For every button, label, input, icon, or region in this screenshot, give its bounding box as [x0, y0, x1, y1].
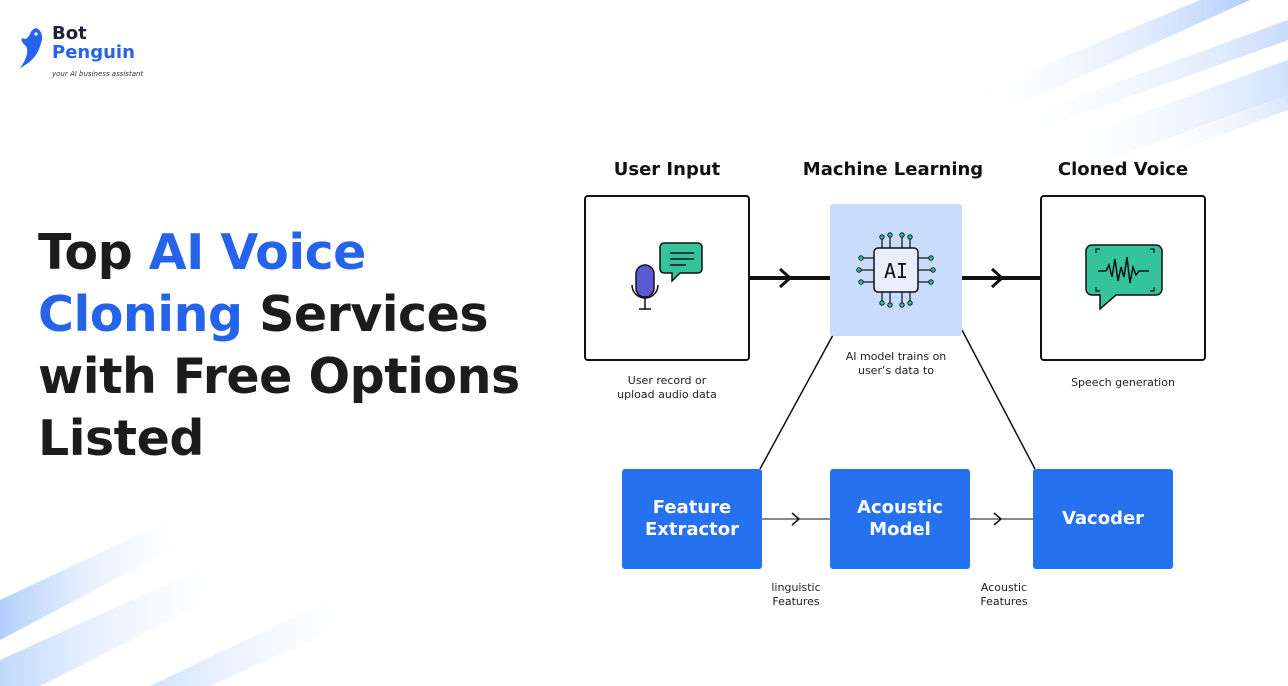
- title-highlight-cloning: Cloning: [38, 286, 243, 343]
- machine-learning-title: Machine Learning: [802, 159, 984, 180]
- edge1-line1: linguistic: [771, 581, 821, 594]
- cloned-voice-title: Cloned Voice: [1057, 159, 1189, 180]
- brand-name-line1: Bot: [52, 23, 87, 44]
- penguin-icon: [20, 28, 43, 68]
- user-input-caption-line1: User record or: [627, 374, 707, 387]
- edge2-line2: Features: [980, 595, 1028, 608]
- cloned-voice-box: [1040, 195, 1206, 361]
- title-word-services: Services: [259, 286, 488, 343]
- feature-extractor-line2: Extractor: [644, 519, 740, 540]
- edge-linguistic-features: linguistic Features: [752, 581, 840, 609]
- edge-head-1: [791, 512, 801, 526]
- line-ml-to-feature-extractor: [759, 334, 834, 470]
- line-ml-to-vocoder: [961, 329, 1036, 470]
- user-input-box: [584, 195, 750, 361]
- waveform-chat-icon: [1085, 244, 1163, 311]
- arrow-head-1: [778, 267, 793, 289]
- title-word-listed: Listed: [38, 410, 204, 467]
- acoustic-model-line2: Model: [869, 519, 931, 540]
- edge-acoustic-features: Acoustic Features: [960, 581, 1048, 609]
- acoustic-model-line1: Acoustic: [857, 497, 943, 518]
- brand-name: Bot Penguin: [52, 24, 152, 62]
- cloned-voice-caption: Speech generation: [1071, 376, 1175, 389]
- title-word-top: Top: [38, 224, 133, 281]
- machine-learning-caption-line1: AI model trains on: [845, 350, 947, 363]
- vocoder-box: Vacoder: [1033, 469, 1173, 569]
- machine-learning-caption-line2: user’s data to: [857, 364, 935, 377]
- edge1-line2: Features: [772, 595, 820, 608]
- edge2-line1: Acoustic: [980, 581, 1028, 594]
- arrow-head-2: [990, 267, 1005, 289]
- acoustic-model-box: Acoustic Model: [830, 469, 970, 569]
- brand-logo[interactable]: Bot Penguin your AI business assistant: [18, 24, 148, 84]
- brand-tagline: your AI business assistant: [52, 70, 144, 78]
- page-title: Top AI Voice Cloning Services with Free …: [38, 222, 538, 470]
- ai-chip-icon: AI: [856, 232, 936, 308]
- microphone-chat-icon: [631, 242, 703, 310]
- machine-learning-caption: AI model trains on user’s data to: [815, 350, 977, 378]
- feature-extractor-line1: Feature: [652, 497, 732, 518]
- edge-head-2: [993, 512, 1003, 526]
- user-input-caption: User record or upload audio data: [584, 374, 750, 402]
- machine-learning-box: AI: [830, 204, 962, 336]
- title-highlight-ai-voice: AI Voice: [148, 224, 367, 281]
- chip-label: AI: [884, 259, 908, 283]
- vocoder-label: Vacoder: [1061, 508, 1145, 529]
- feature-extractor-box: Feature Extractor: [622, 469, 762, 569]
- brand-name-line2: Penguin: [52, 42, 135, 63]
- user-input-caption-line2: upload audio data: [617, 388, 717, 401]
- title-line-free-options: with Free Options: [38, 348, 520, 405]
- user-input-title: User Input: [613, 159, 721, 180]
